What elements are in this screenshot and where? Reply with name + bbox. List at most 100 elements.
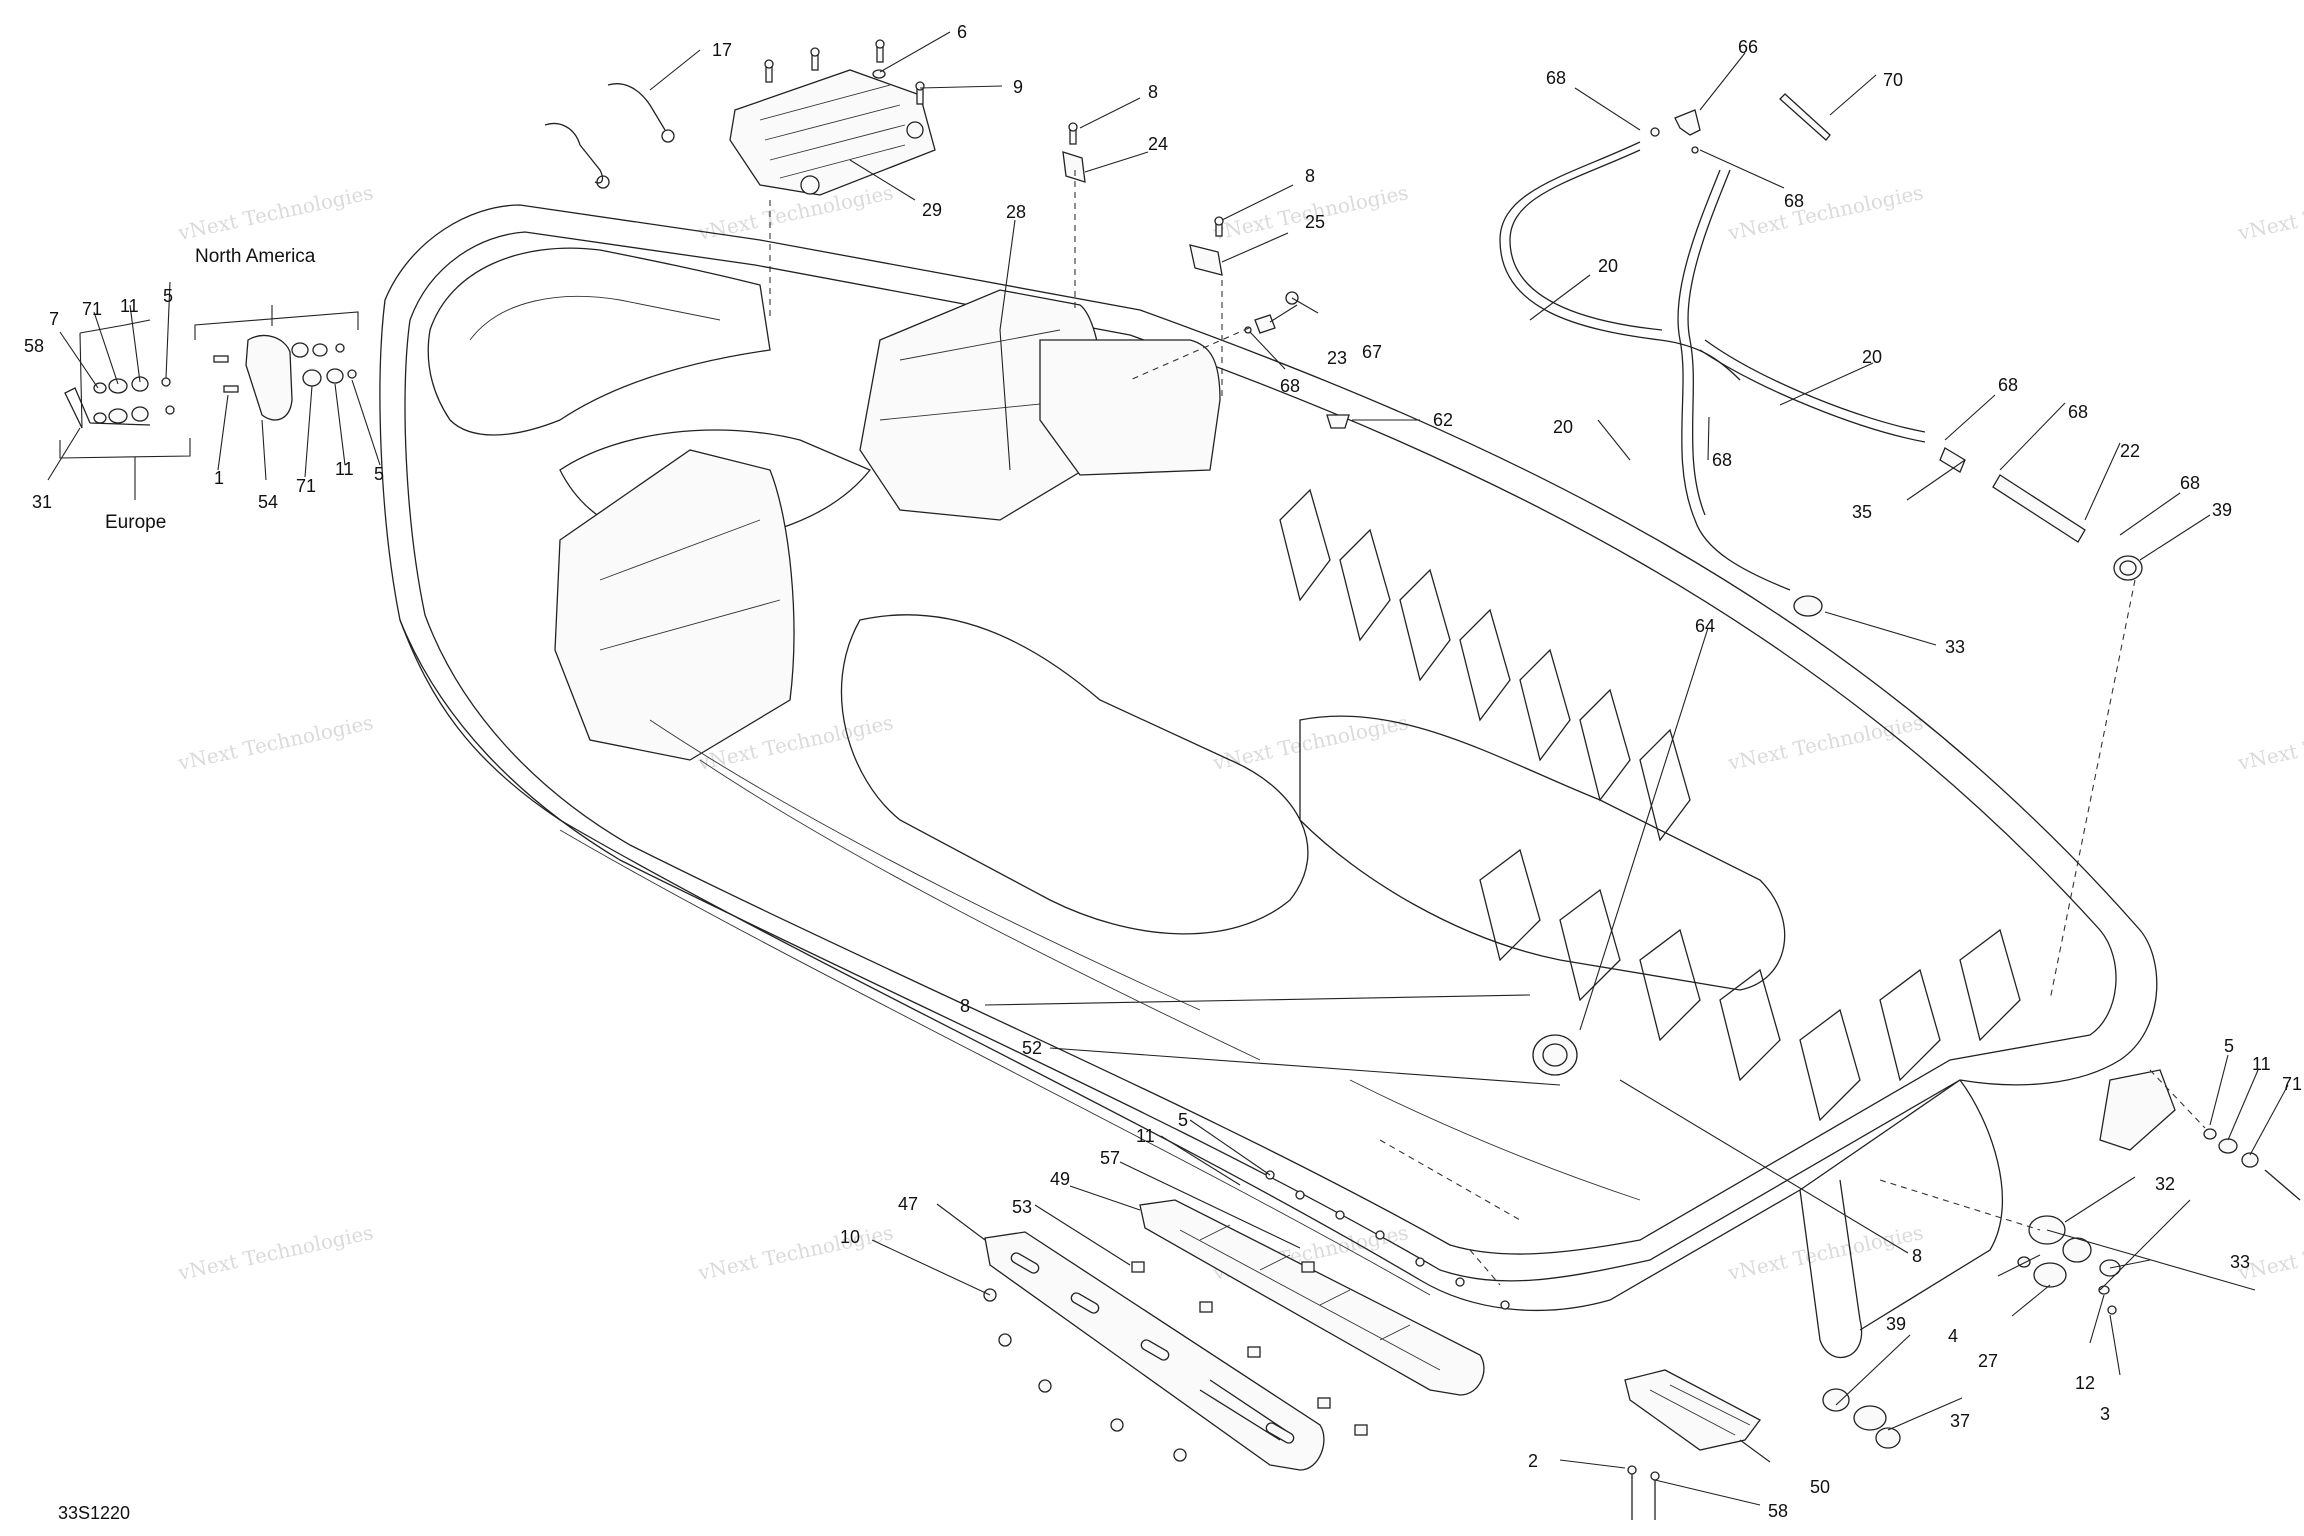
part-fitting-27 [2033, 1262, 2067, 1288]
part-hose-20 [1499, 141, 1741, 381]
callout-49: 49 [1050, 1169, 1070, 1189]
callout-11-left: 11 [120, 296, 139, 316]
callout-5-right: 5 [2224, 1036, 2234, 1056]
callout-11-mid: 11 [335, 459, 354, 479]
callout-68-c: 68 [1998, 375, 2018, 395]
washers-left [93, 342, 357, 424]
region-north-america: North America [195, 246, 316, 267]
callout-54: 54 [258, 492, 278, 512]
callout-57: 57 [1100, 1148, 1120, 1168]
callout-17: 17 [712, 40, 732, 60]
part-cover-29 [729, 69, 936, 196]
detached-parts [59, 39, 2301, 1520]
callout-68-e: 68 [1712, 450, 1732, 470]
callout-8-left: 8 [960, 996, 970, 1016]
callout-52: 52 [1022, 1038, 1042, 1058]
callout-70: 70 [1883, 70, 1903, 90]
callout-4: 4 [1948, 1326, 1958, 1346]
sponson-slots [1010, 1252, 1295, 1444]
part-connector-35 [1939, 447, 1966, 473]
callout-35: 35 [1852, 502, 1872, 522]
callout-8-right: 8 [1912, 1246, 1922, 1266]
stern-block [1859, 1079, 2004, 1331]
callout-10: 10 [840, 1227, 860, 1247]
callout-labels: 17 6 9 8 24 8 25 28 29 67 23 68 62 68 66… [24, 22, 2302, 1521]
seat-base-rear [554, 449, 795, 761]
callout-7: 7 [49, 309, 59, 329]
stern-bumper [2099, 1069, 2176, 1151]
watermark: vNext Technologies [1725, 710, 1925, 775]
part-seat-28 [1039, 339, 1221, 476]
watermark: vNext Technologies [175, 1220, 375, 1285]
callout-12: 12 [2075, 1373, 2095, 1393]
callout-11-bottom: 11 [1136, 1126, 1155, 1146]
bow-storage-lip [469, 295, 721, 341]
europe-bracket [59, 438, 191, 459]
callout-67: 67 [1362, 342, 1382, 362]
callout-24: 24 [1148, 134, 1168, 154]
callout-53: 53 [1012, 1197, 1032, 1217]
jet-tunnel [1299, 715, 1786, 991]
callout-20-c: 20 [1553, 417, 1573, 437]
callout-20-a: 20 [1598, 256, 1618, 276]
part-plug-62 [1326, 414, 1350, 429]
footwell [840, 614, 1309, 935]
stern-transom [1799, 1179, 1863, 1358]
watermark: vNext Technologies [1725, 1220, 1925, 1285]
callout-32: 32 [2155, 1174, 2175, 1194]
north-america-bracket [194, 311, 359, 340]
watermark: vNext Technologies [695, 1220, 895, 1285]
callout-71-left: 71 [82, 299, 102, 319]
callout-31: 31 [32, 492, 52, 512]
part-sponson-49 [1139, 1199, 1485, 1396]
callout-68-b: 68 [1784, 191, 1804, 211]
part-pin-right [2264, 1169, 2301, 1201]
callout-47: 47 [898, 1194, 918, 1214]
part-cap-39-bottom [1822, 1388, 1850, 1412]
callout-58-bottom: 58 [1768, 1501, 1788, 1521]
hull-outer-rim [379, 204, 2158, 1282]
hull-inner-rim [404, 231, 2117, 1255]
callout-71-right: 71 [2282, 1074, 2302, 1094]
callout-20-b: 20 [1862, 347, 1882, 367]
watermark: vNext Technologies [2235, 710, 2304, 775]
callout-68-left: 68 [1280, 376, 1300, 396]
part-handle-54 [245, 335, 293, 421]
part-bracket-24 [1062, 151, 1086, 183]
callout-68-d: 68 [2068, 402, 2088, 422]
callout-66: 66 [1738, 37, 1758, 57]
callout-58-left: 58 [24, 336, 44, 356]
callout-5-left: 5 [163, 286, 173, 306]
callout-28: 28 [1006, 202, 1026, 222]
drawing-id: 33S1220 [58, 1503, 131, 1523]
part-grate-50 [1624, 1369, 1761, 1451]
bow-storage [427, 247, 771, 436]
watermark: vNext Technologies [2235, 180, 2304, 245]
callout-5-bottom: 5 [1178, 1110, 1188, 1130]
callout-2: 2 [1528, 1451, 1538, 1471]
callout-37: 37 [1950, 1411, 1970, 1431]
part-bracket-25 [1189, 244, 1223, 276]
callout-50: 50 [1810, 1477, 1830, 1497]
part-fitting-23 [1254, 314, 1276, 334]
callout-64: 64 [1695, 616, 1715, 636]
hull-skirt-line [559, 829, 1431, 1296]
callout-33-top: 33 [1945, 637, 1965, 657]
callout-3: 3 [2100, 1404, 2110, 1424]
watermark: vNext Technologies [175, 180, 375, 245]
part-hose-22 [1992, 474, 2086, 543]
callout-71-mid: 71 [296, 476, 316, 496]
hull-skirt [399, 619, 1961, 1312]
callout-23: 23 [1327, 348, 1347, 368]
part-strap-70 [1779, 93, 1831, 141]
callout-11-right: 11 [2252, 1054, 2271, 1074]
engine-bay-ribs [1279, 488, 2021, 1122]
callout-68-f: 68 [2180, 473, 2200, 493]
alignment-lines [769, 170, 2206, 1286]
hull-body [379, 204, 2176, 1358]
part-tee-66 [1674, 109, 1701, 136]
callout-8-mid: 8 [1305, 166, 1315, 186]
callout-68-top: 68 [1546, 68, 1566, 88]
callout-6: 6 [957, 22, 967, 42]
